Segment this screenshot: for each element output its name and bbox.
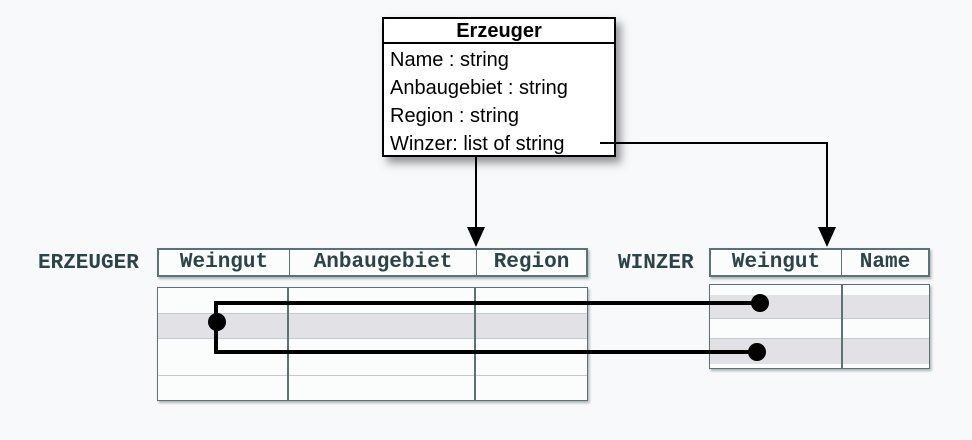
link-dot-erzeuger-row: [208, 313, 226, 331]
connector-winzer-attr-vline: [826, 142, 828, 230]
column-divider: [287, 288, 289, 400]
link-dot-winzer-row1: [751, 294, 769, 312]
highlighted-row: [710, 295, 929, 318]
row-divider: [158, 375, 587, 376]
table-body-winzer: [709, 284, 930, 369]
table-body-erzeuger: [157, 287, 588, 401]
column-divider: [474, 288, 476, 400]
arrow-down-icon: [818, 227, 836, 247]
class-attribute-winzer: Winzer: list of string: [390, 133, 565, 155]
class-box-erzeuger: Erzeuger Name : string Anbaugebiet : str…: [382, 17, 616, 157]
table-header-winzer: Weingut Name: [709, 248, 930, 277]
column-header-weingut: Weingut: [179, 251, 269, 274]
column-header-name: Name: [841, 250, 928, 275]
connector-winzer-attr-hline: [600, 142, 828, 144]
row-divider: [710, 318, 929, 319]
row-divider: [710, 338, 929, 339]
column-divider: [841, 285, 843, 368]
class-title: Erzeuger: [384, 19, 614, 44]
column-header-anbaugebiet: Anbaugebiet: [289, 250, 476, 275]
class-attributes: Name : string Anbaugebiet : string Regio…: [384, 44, 614, 158]
table-label-winzer: WINZER: [618, 252, 694, 275]
highlighted-row: [158, 314, 587, 338]
link-dot-winzer-row3: [748, 343, 766, 361]
table-label-erzeuger: ERZEUGER: [38, 252, 139, 275]
row-divider: [158, 313, 587, 314]
column-header-weingut: Weingut: [731, 251, 821, 274]
class-attribute-anbaugebiet: Anbaugebiet : string: [390, 77, 568, 99]
class-attribute-name: Name : string: [390, 49, 509, 71]
row-link-bottom: [214, 350, 757, 354]
column-header-region: Region: [476, 250, 586, 275]
connector-class-to-erzeuger-line: [475, 157, 477, 229]
class-attribute-region: Region : string: [390, 105, 519, 127]
table-header-erzeuger: Weingut Anbaugebiet Region: [157, 248, 588, 277]
row-link-top: [214, 301, 760, 305]
row-divider: [158, 338, 587, 339]
arrow-down-icon: [467, 227, 485, 247]
